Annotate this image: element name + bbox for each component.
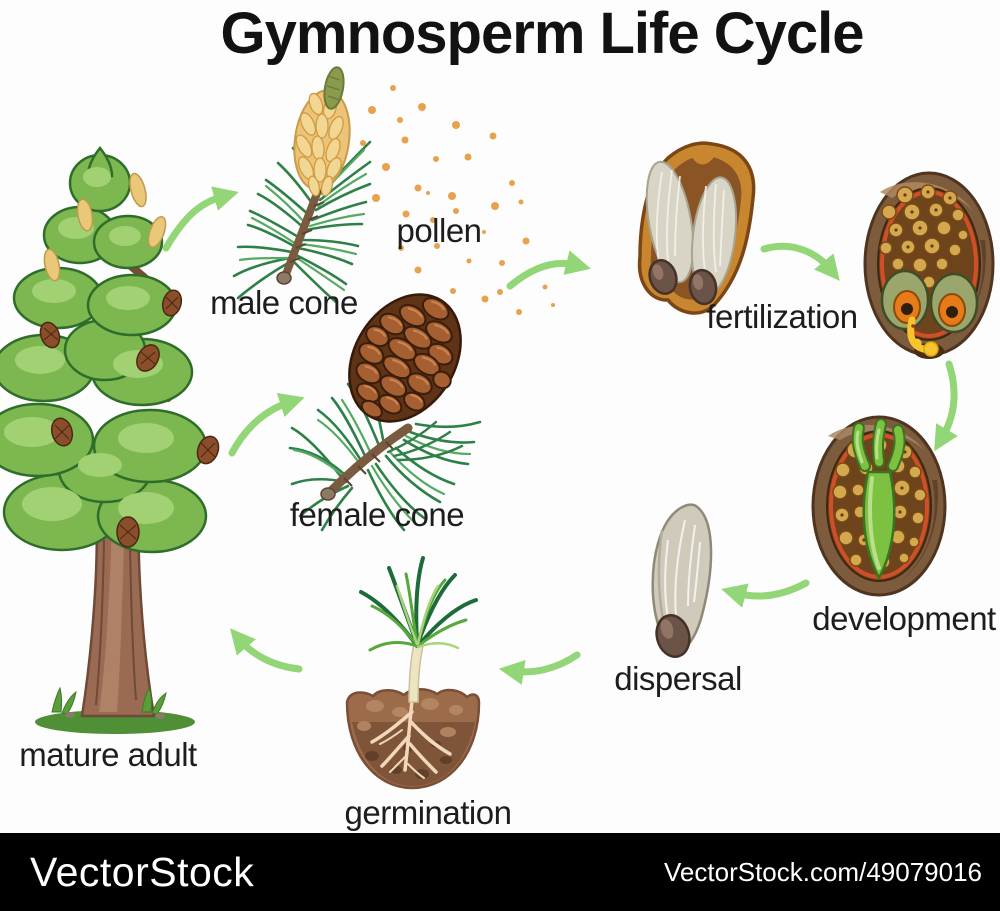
- male-cone-illustration: [232, 66, 372, 304]
- label-pollen: pollen: [396, 212, 482, 249]
- arrow-tree-to-female-cone: [228, 392, 305, 457]
- arrow-germination-to-tree: [229, 628, 303, 673]
- label-dispersal: dispersal: [614, 660, 742, 697]
- watermark-brand: VectorStock: [30, 848, 255, 895]
- cycle-arrows: [162, 186, 958, 685]
- arrow-pollen-to-fertilization: [506, 250, 591, 290]
- label-mature-adult: mature adult: [19, 736, 197, 773]
- page-title: Gymnosperm Life Cycle: [220, 1, 865, 66]
- label-female-cone: female cone: [289, 496, 465, 533]
- arrow-fertilization-to-development: [934, 360, 958, 452]
- development-seed-illustration: [811, 415, 947, 597]
- dispersal-seed-illustration: [651, 503, 713, 658]
- fertilization-ovule-illustration: [863, 171, 995, 359]
- female-cone-illustration: [288, 293, 482, 532]
- mature-adult-tree-illustration: [0, 145, 220, 734]
- arrow-scale-to-ovule: [760, 242, 840, 281]
- arrow-dispersal-to-germination: [498, 651, 581, 685]
- label-germination: germination: [344, 794, 512, 831]
- pollen-cloud-illustration: [360, 85, 555, 316]
- seed-scale-illustration: [637, 141, 756, 315]
- label-fertilization: fertilization: [706, 298, 858, 335]
- label-male-cone: male cone: [210, 284, 358, 321]
- watermark-bar: VectorStock VectorStock.com/49079016: [0, 833, 1000, 911]
- germination-seedling-illustration: [345, 556, 481, 790]
- watermark-credit: VectorStock.com/49079016: [664, 856, 982, 887]
- arrow-development-to-dispersal: [721, 579, 810, 608]
- label-development: development: [812, 600, 996, 637]
- arrow-tree-to-male-cone: [162, 186, 239, 252]
